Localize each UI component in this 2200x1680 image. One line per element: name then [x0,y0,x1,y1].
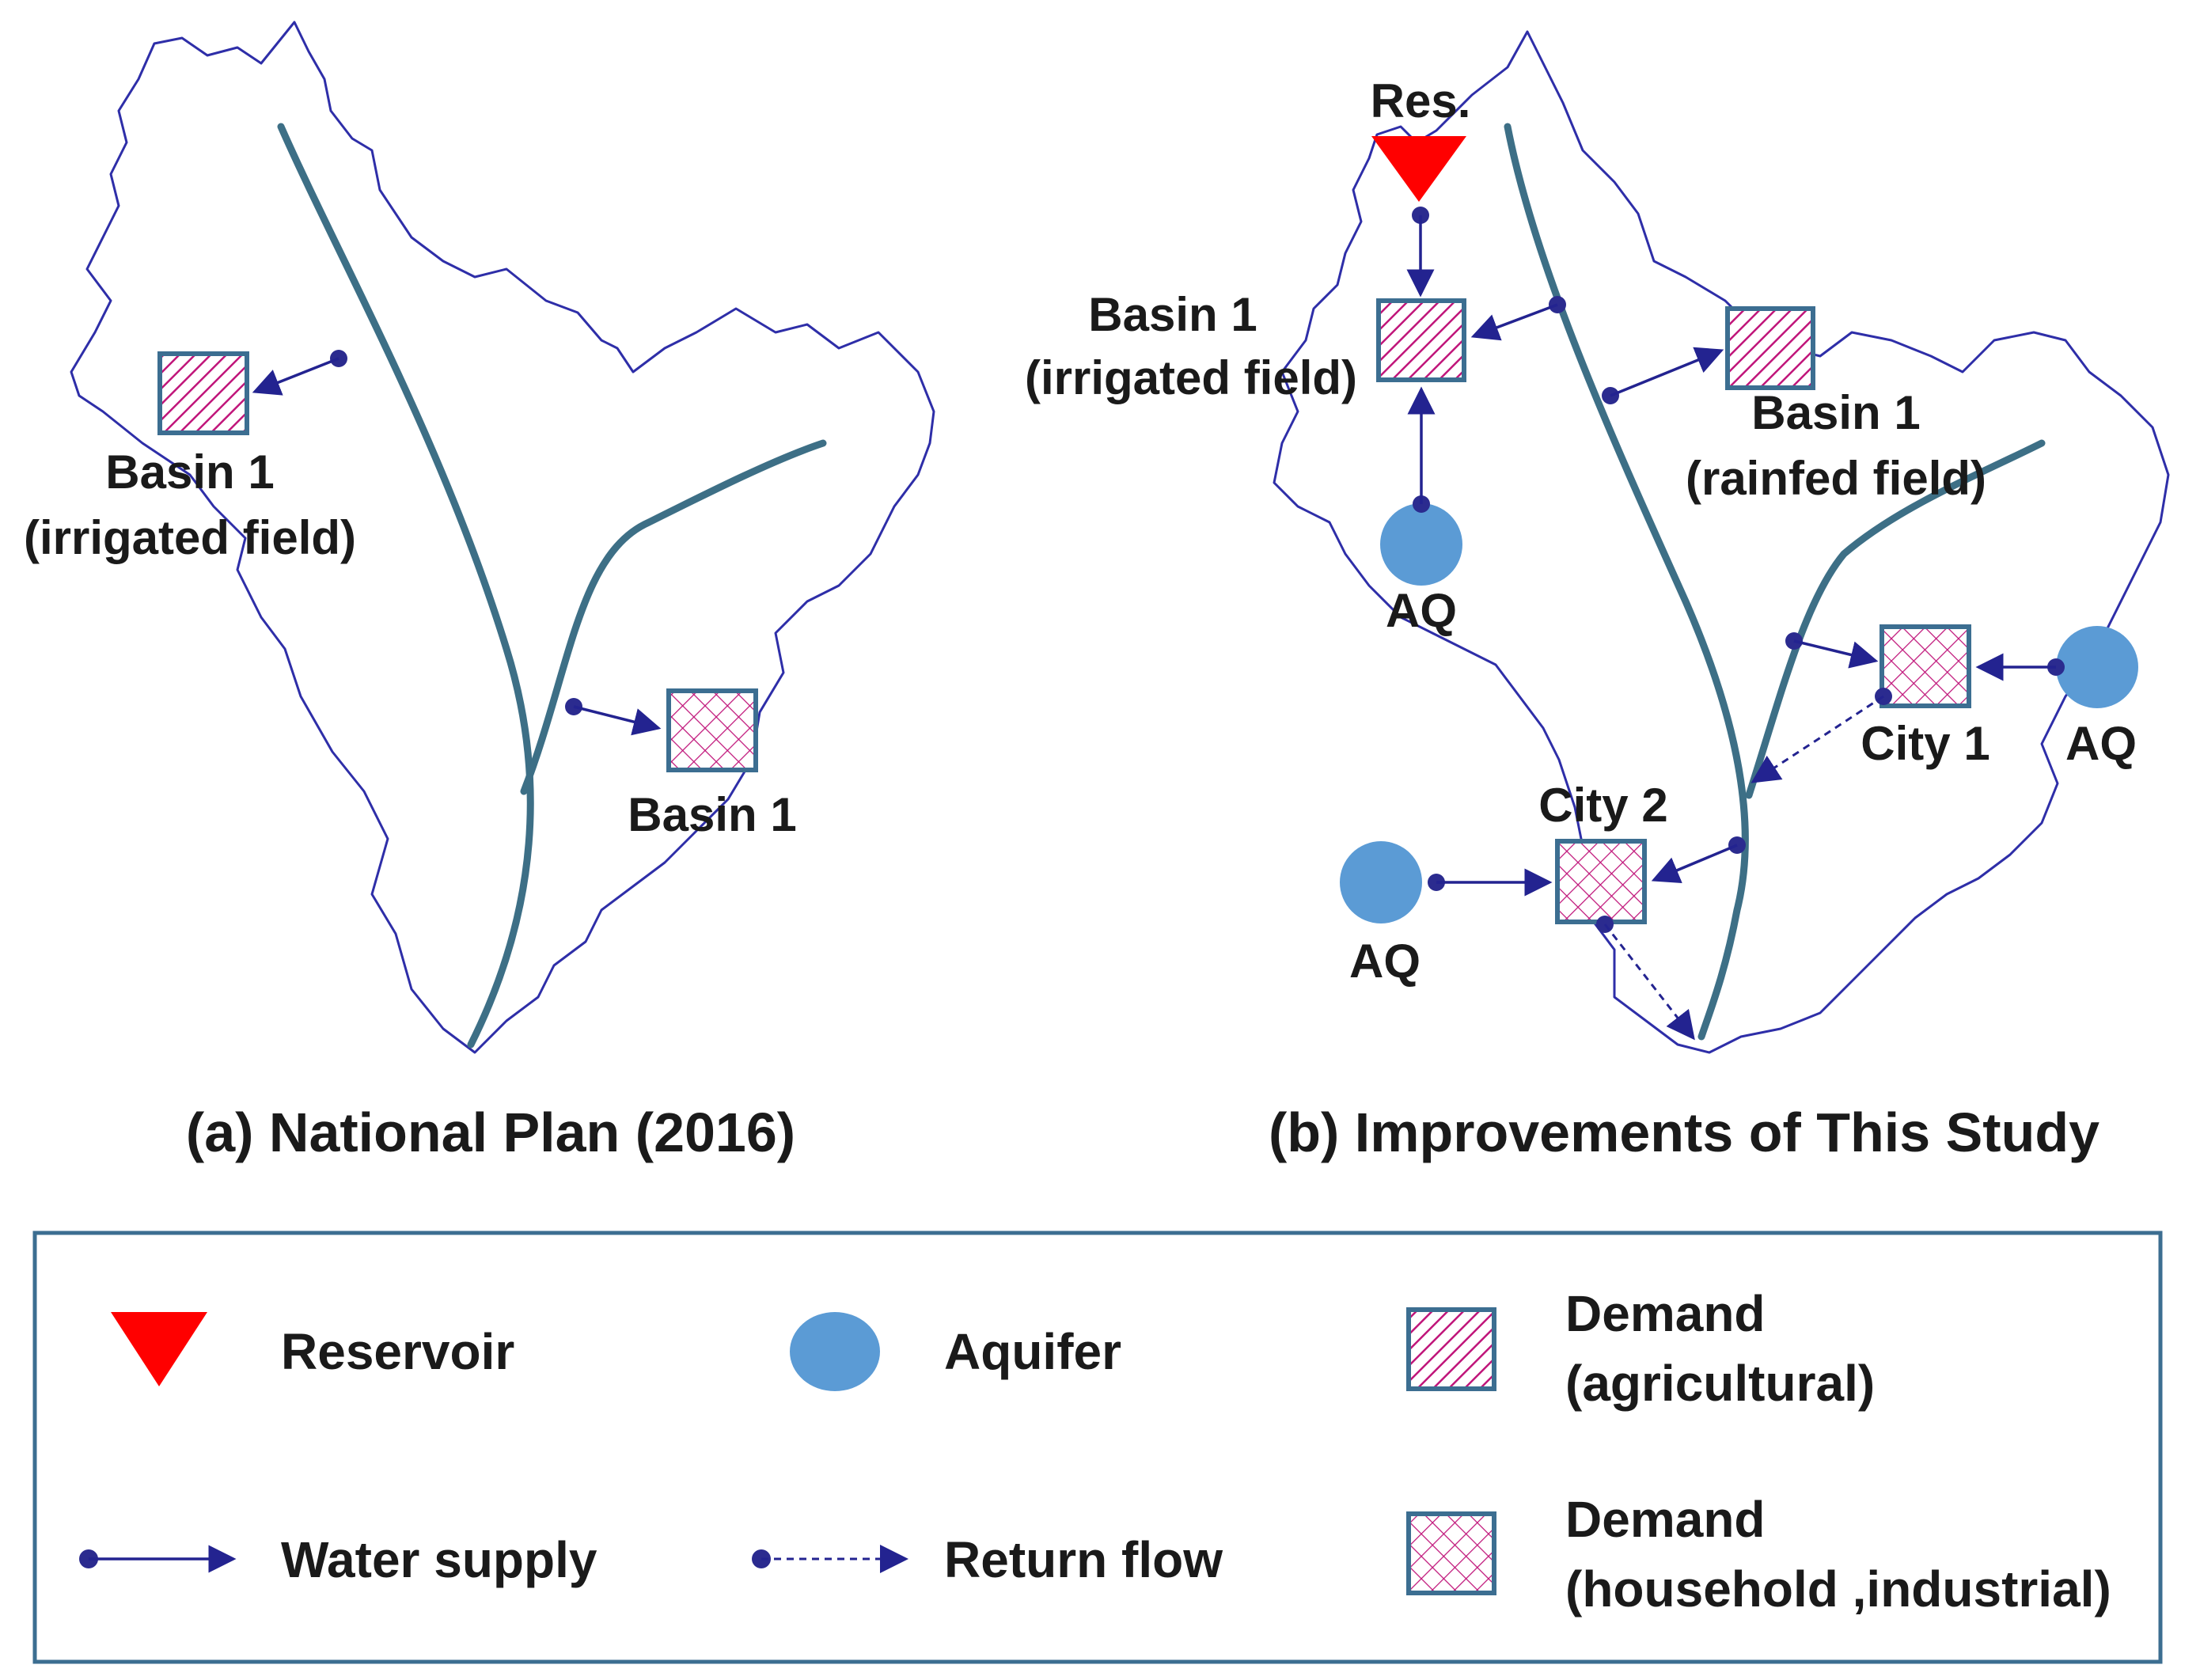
legend-water-supply-label: Water supply [281,1531,597,1588]
rainfed-field-subtitle: (rainfed field) [1686,452,1986,505]
legend-reservoir-label: Reservoir [281,1323,514,1380]
demand-agricultural-icon [157,351,249,435]
legend-demand-household-icon [1406,1511,1496,1595]
irrigated-field-b-subtitle: (irrigated field) [1025,351,1357,404]
return-flow-arrow [1751,695,1884,783]
household-basin-title: Basin 1 [628,788,796,841]
legend-demand-house-line2: (household ,industrial) [1565,1561,2111,1617]
aquifer-icon [1340,841,1422,923]
main-river-a [277,123,534,1049]
irrigated-field-b-title: Basin 1 [1088,288,1257,341]
water-supply-arrow [1651,844,1738,883]
legend-return-flow-label: Return flow [944,1531,1223,1588]
legend-demand-house-line1: Demand [1565,1491,1766,1548]
panel-a: Basin 1 (irrigated field) Basin 1 (a) Na… [24,21,935,1163]
water-supply-arrow [1470,303,1558,341]
water-supply-arrow [573,705,662,736]
legend-demand-agricultural-icon [1406,1307,1496,1391]
city-2-label: City 2 [1538,779,1667,832]
legend-demand-agri-line2: (agricultural) [1565,1355,1875,1412]
demand-agricultural-icon [1376,298,1466,382]
demand-household-icon [1555,839,1647,924]
reservoir-icon [1371,136,1466,202]
aquifer-icon [1380,503,1462,586]
aquifer-label: AQ [2065,717,2137,770]
aquifer-icon [2056,626,2138,708]
return-flow-arrow [1603,923,1695,1041]
water-supply-arrow [252,357,339,396]
legend: Reservoir Aquifer Demand (agricultural) … [32,1231,2163,1664]
panel-b-caption: (b) Improvements of This Study [1269,1102,2099,1163]
city-1-label: City 1 [1861,717,1989,770]
demand-household-icon [1879,624,1971,708]
legend-reservoir-icon [111,1312,207,1386]
reservoir-label: Res. [1371,74,1471,127]
legend-frame [32,1231,2163,1664]
irrigated-field-title: Basin 1 [105,446,274,499]
legend-aquifer-label: Aquifer [944,1323,1121,1380]
legend-demand-agri-line1: Demand [1565,1285,1766,1342]
panel-b: Res. Basin 1 (irrigated field) AQ Basin … [1025,30,2170,1163]
demand-agricultural-icon [1725,306,1815,390]
tributary-a [520,439,827,795]
irrigated-field-subtitle: (irrigated field) [24,511,356,564]
rainfed-field-title: Basin 1 [1751,386,1920,439]
water-supply-arrow [1610,347,1724,397]
demand-household-icon [666,688,758,772]
aquifer-label: AQ [1386,584,1457,637]
panel-a-caption: (a) National Plan (2016) [186,1102,795,1163]
water-supply-arrow [1793,639,1879,669]
aquifer-label: AQ [1349,935,1421,988]
tributary-b [1745,439,2046,799]
legend-aquifer-icon [790,1312,880,1391]
